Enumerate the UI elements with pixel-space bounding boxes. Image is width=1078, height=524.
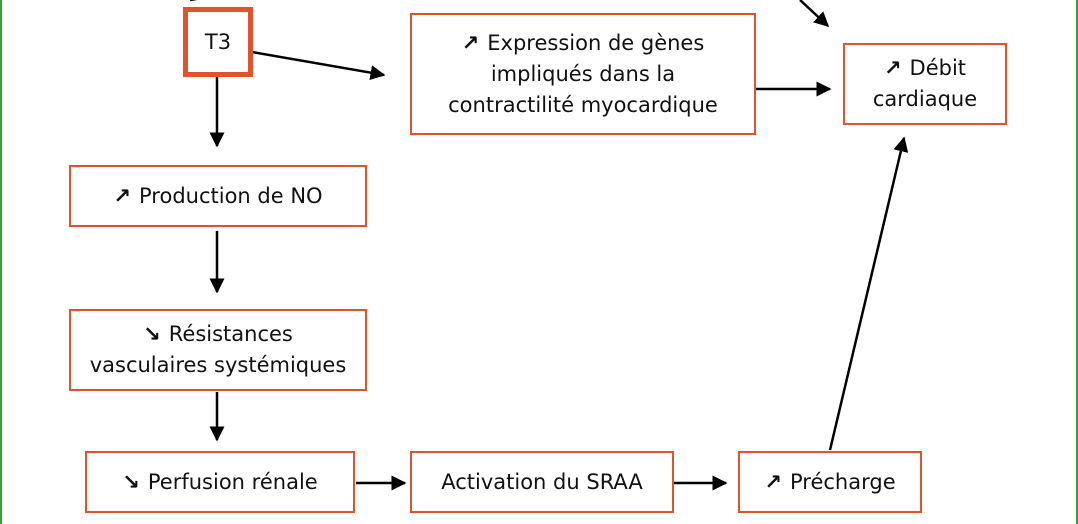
node-expression: ↗ Expression de gènes impliqués dans la c… [410, 13, 756, 135]
node-precharge: ↗ Précharge [738, 451, 922, 513]
arrow-up-right-icon: ↗ [113, 183, 132, 208]
arrow-top-to-debit [799, 0, 830, 28]
node-precharge-label: Précharge [789, 469, 896, 494]
arrow-down-right-icon: ↘ [143, 322, 161, 346]
node-no: ↗ Production de NO [69, 165, 367, 227]
arrow-up-right-icon: ↗ [461, 30, 480, 55]
node-expression-line3: contractilité myocardique [448, 92, 718, 117]
node-no-label: Production de NO [139, 183, 323, 208]
arrow-up-right-icon: ↗ [764, 469, 782, 494]
node-debit-line2: cardiaque [872, 87, 978, 111]
arrow-up-right-icon: ↗ [883, 56, 902, 80]
node-perfusion-label: Perfusion rénale [147, 469, 318, 494]
node-expression-line1: Expression de gènes [487, 30, 705, 55]
arrow-down-right-icon: ↘ [122, 469, 140, 494]
node-t3-label: T3 [204, 29, 232, 54]
arrow-precharge-to-debit [828, 136, 909, 451]
node-sraa-label: Activation du SRAA [441, 469, 643, 494]
node-debit: ↗ Débit cardiaque [843, 43, 1007, 125]
node-expression-line2: impliqués dans la [490, 61, 676, 86]
node-resistances-line2: vasculaires systémiques [89, 353, 347, 377]
arrow-t3-to-expression [251, 50, 386, 81]
node-sraa: Activation du SRAA [410, 451, 674, 513]
node-debit-line1: Débit [909, 56, 967, 80]
node-perfusion: ↘ Perfusion rénale [85, 451, 355, 513]
node-t3: T3 [183, 7, 253, 77]
node-resistances: ↘ Résistances vasculaires systémiques [69, 309, 367, 391]
node-resistances-line1: Résistances [168, 322, 293, 346]
